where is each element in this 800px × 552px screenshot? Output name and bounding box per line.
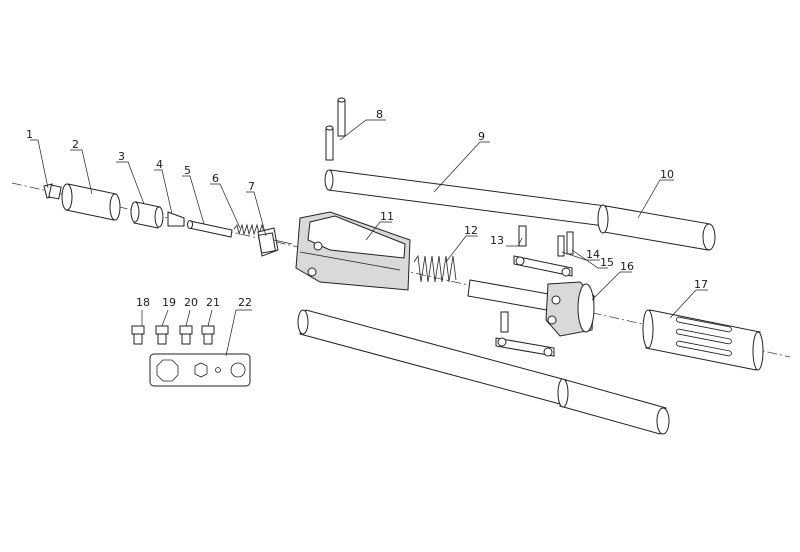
callout-18: 18 bbox=[136, 296, 150, 309]
part-14-pin bbox=[557, 235, 565, 257]
callout-12: 12 bbox=[464, 224, 478, 237]
callout-19: 19 bbox=[162, 296, 176, 309]
part-22-wrench bbox=[149, 353, 251, 387]
part-18-nut bbox=[131, 325, 145, 345]
callout-7: 7 bbox=[248, 180, 255, 193]
part-12-spring bbox=[413, 254, 457, 283]
part-16-head bbox=[467, 279, 595, 337]
callout-11: 11 bbox=[380, 210, 394, 223]
upper-link bbox=[513, 255, 573, 277]
callout-17: 17 bbox=[694, 278, 708, 291]
part-13-pin bbox=[518, 225, 527, 247]
part-10-upper-grip bbox=[597, 204, 716, 251]
callout-1: 1 bbox=[26, 128, 33, 141]
part-8-pins bbox=[325, 97, 346, 161]
part-3-sleeve bbox=[130, 201, 164, 229]
part-11-body bbox=[295, 211, 411, 291]
callout-21: 21 bbox=[206, 296, 220, 309]
part-15-pin bbox=[566, 231, 574, 255]
part-20-nut bbox=[179, 325, 193, 345]
callout-10: 10 bbox=[660, 168, 674, 181]
part-9-upper-handle bbox=[324, 169, 607, 227]
callout-14: 14 bbox=[586, 248, 600, 261]
callout-labels: 1 2 3 4 5 6 7 8 9 10 11 12 13 14 15 16 1… bbox=[26, 108, 708, 309]
part-7-chuck bbox=[257, 227, 293, 257]
callout-2: 2 bbox=[72, 138, 79, 151]
leader-lines bbox=[30, 119, 708, 357]
callout-13: 13 bbox=[490, 234, 504, 247]
part-21-nut bbox=[201, 325, 215, 345]
part-4-cone bbox=[167, 211, 185, 227]
callout-4: 4 bbox=[156, 158, 163, 171]
part-1-nipple bbox=[43, 183, 62, 200]
callout-3: 3 bbox=[118, 150, 125, 163]
callout-20: 20 bbox=[184, 296, 198, 309]
part-19-nut bbox=[155, 325, 169, 345]
part-5-pin bbox=[187, 220, 233, 238]
callout-15: 15 bbox=[600, 256, 614, 269]
callout-22: 22 bbox=[238, 296, 252, 309]
part-17-sleeve bbox=[642, 309, 764, 371]
callout-5: 5 bbox=[184, 164, 191, 177]
callout-16: 16 bbox=[620, 260, 634, 273]
callout-8: 8 bbox=[376, 108, 383, 121]
part-2-cylinder bbox=[61, 183, 121, 221]
callout-6: 6 bbox=[212, 172, 219, 185]
callout-9: 9 bbox=[478, 130, 485, 143]
lower-link bbox=[495, 311, 555, 357]
lower-handle bbox=[297, 309, 670, 435]
